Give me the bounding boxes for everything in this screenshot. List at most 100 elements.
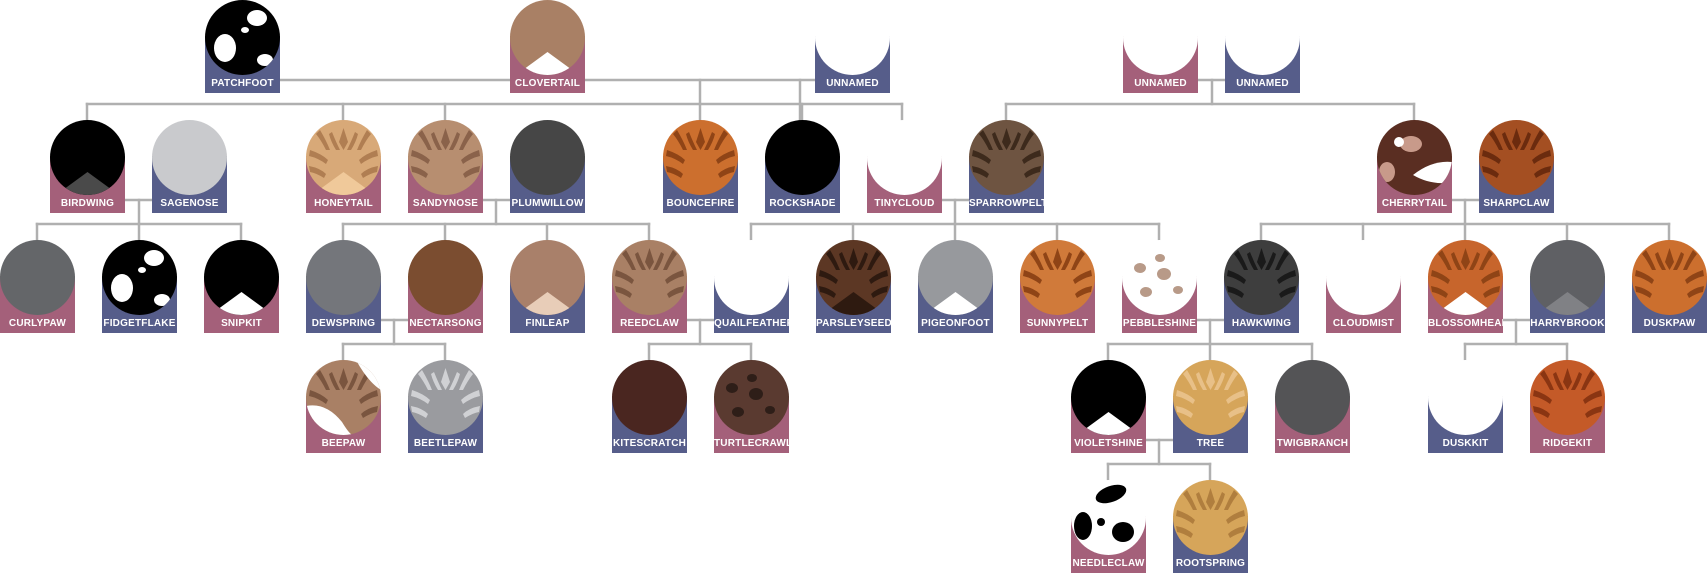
- cat-node-violetshine[interactable]: VIOLETSHINE: [1071, 360, 1146, 453]
- cat-name: PATCHFOOT: [211, 78, 274, 89]
- cat-node-dewspring[interactable]: DEWSPRING: [306, 240, 381, 333]
- cat-node-cloudmist[interactable]: CLOUDMIST: [1326, 240, 1401, 333]
- cat-name: SNIPKIT: [221, 318, 262, 329]
- cat-node-harrybrook[interactable]: HARRYBROOK: [1530, 240, 1605, 333]
- cat-node-patchfoot[interactable]: PATCHFOOT: [205, 0, 280, 93]
- cat-avatar-icon: [306, 120, 381, 195]
- cat-node-blossomheart[interactable]: BLOSSOMHEART: [1428, 240, 1503, 333]
- cat-name: BEETLEPAW: [413, 438, 478, 449]
- cat-avatar-icon: [510, 240, 585, 315]
- cat-avatar-icon: [1123, 0, 1198, 75]
- cat-node-unnamed2[interactable]: UNNAMED: [1123, 0, 1198, 93]
- cat-name: QUAILFEATHER: [714, 318, 789, 329]
- cat-avatar-icon: [714, 240, 789, 315]
- cat-node-tree[interactable]: TREE: [1173, 360, 1248, 453]
- cat-node-beepaw[interactable]: BEEPAW: [306, 360, 381, 453]
- cat-node-rockshade[interactable]: ROCKSHADE: [765, 120, 840, 213]
- cat-name: CURLYPAW: [8, 318, 67, 329]
- cat-name: UNNAMED: [1134, 78, 1187, 89]
- cat-name: BLOSSOMHEART: [1428, 318, 1503, 329]
- cat-name: UNNAMED: [826, 78, 879, 89]
- cat-node-hawkwing[interactable]: HAWKWING: [1224, 240, 1299, 333]
- cat-name: HAWKWING: [1231, 318, 1292, 329]
- cat-name: BOUNCEFIRE: [666, 198, 735, 209]
- cat-node-sandynose[interactable]: SANDYNOSE: [408, 120, 483, 213]
- cat-node-honeytail[interactable]: HONEYTAIL: [306, 120, 381, 213]
- cat-node-twigbranch[interactable]: TWIGBRANCH: [1275, 360, 1350, 453]
- cat-avatar-icon: [152, 120, 227, 195]
- cat-avatar-icon: [1173, 480, 1248, 555]
- cat-avatar-icon: [205, 0, 280, 75]
- cat-name: TURTLECRAWL: [714, 438, 789, 449]
- cat-avatar-icon: [1173, 360, 1248, 435]
- cat-avatar-icon: [1071, 480, 1146, 555]
- cat-node-duskpaw[interactable]: DUSKPAW: [1632, 240, 1707, 333]
- cat-avatar-icon: [1530, 360, 1605, 435]
- cat-node-sharpclaw[interactable]: SHARPCLAW: [1479, 120, 1554, 213]
- cat-name: PARSLEYSEED: [816, 318, 891, 329]
- cat-node-finleap[interactable]: FINLEAP: [510, 240, 585, 333]
- cat-node-sunnypelt[interactable]: SUNNYPELT: [1020, 240, 1095, 333]
- cat-name: ROCKSHADE: [769, 198, 836, 209]
- cat-node-nectarsong[interactable]: NECTARSONG: [408, 240, 483, 333]
- cat-avatar-icon: [1071, 360, 1146, 435]
- cat-avatar-icon: [306, 240, 381, 315]
- cat-name: NECTARSONG: [409, 318, 482, 329]
- cat-avatar-icon: [1428, 360, 1503, 435]
- cat-node-pebbleshine[interactable]: PEBBLESHINE: [1122, 240, 1197, 333]
- cat-node-turtlecrawl[interactable]: TURTLECRAWL: [714, 360, 789, 453]
- cat-name: NEEDLECLAW: [1072, 558, 1145, 569]
- cat-name: CLOUDMIST: [1332, 318, 1395, 329]
- cat-avatar-icon: [1479, 120, 1554, 195]
- cat-avatar-icon: [714, 360, 789, 435]
- cat-node-birdwing[interactable]: BIRDWING: [50, 120, 125, 213]
- cat-node-quailfeather[interactable]: QUAILFEATHER: [714, 240, 789, 333]
- cat-name: PEBBLESHINE: [1122, 318, 1197, 329]
- cat-avatar-icon: [1530, 240, 1605, 315]
- cat-avatar-icon: [918, 240, 993, 315]
- cat-node-fidgetflake[interactable]: FIDGETFLAKE: [102, 240, 177, 333]
- cat-node-bouncefire[interactable]: BOUNCEFIRE: [663, 120, 738, 213]
- cat-name: REEDCLAW: [620, 318, 679, 329]
- cat-avatar-icon: [1275, 360, 1350, 435]
- cat-node-snipkit[interactable]: SNIPKIT: [204, 240, 279, 333]
- cat-name: SANDYNOSE: [412, 198, 479, 209]
- cat-node-unnamed1[interactable]: UNNAMED: [815, 0, 890, 93]
- cat-avatar-icon: [1225, 0, 1300, 75]
- cat-node-tinycloud[interactable]: TINYCLOUD: [867, 120, 942, 213]
- cat-name: TREE: [1196, 438, 1225, 449]
- cat-avatar-icon: [765, 120, 840, 195]
- cat-node-ridgekit[interactable]: RIDGEKIT: [1530, 360, 1605, 453]
- cat-avatar-icon: [102, 240, 177, 315]
- cat-node-needleclaw[interactable]: NEEDLECLAW: [1071, 480, 1146, 573]
- cat-node-rootspring[interactable]: ROOTSPRING: [1173, 480, 1248, 573]
- cat-avatar-icon: [816, 240, 891, 315]
- cat-avatar-icon: [1632, 240, 1707, 315]
- cat-node-clovertail[interactable]: CLOVERTAIL: [510, 0, 585, 93]
- cat-node-parsleyseed[interactable]: PARSLEYSEED: [816, 240, 891, 333]
- cat-avatar-icon: [663, 120, 738, 195]
- cat-node-cherrytail[interactable]: CHERRYTAIL: [1377, 120, 1452, 213]
- cat-avatar-icon: [1224, 240, 1299, 315]
- cat-avatar-icon: [0, 240, 75, 315]
- cat-avatar-icon: [1326, 240, 1401, 315]
- cat-node-sparrowpelt[interactable]: SPARROWPELT: [969, 120, 1044, 213]
- cat-node-beetlepaw[interactable]: BEETLEPAW: [408, 360, 483, 453]
- cat-node-kitescratch[interactable]: KITESCRATCH: [612, 360, 687, 453]
- cat-node-reedclaw[interactable]: REEDCLAW: [612, 240, 687, 333]
- cat-avatar-icon: [510, 120, 585, 195]
- cat-name: TINYCLOUD: [874, 198, 935, 209]
- cat-name: KITESCRATCH: [612, 438, 687, 449]
- cat-node-plumwillow[interactable]: PLUMWILLOW: [510, 120, 585, 213]
- cat-node-curlypaw[interactable]: CURLYPAW: [0, 240, 75, 333]
- cat-node-sagenose[interactable]: SAGENOSE: [152, 120, 227, 213]
- cat-name: SAGENOSE: [160, 198, 219, 209]
- cat-node-pigeonfoot[interactable]: PIGEONFOOT: [918, 240, 993, 333]
- cat-node-duskkit[interactable]: DUSKKIT: [1428, 360, 1503, 453]
- cat-name: VIOLETSHINE: [1074, 438, 1143, 449]
- cat-name: SPARROWPELT: [969, 198, 1044, 209]
- cat-name: SUNNYPELT: [1026, 318, 1089, 329]
- cat-node-unnamed3[interactable]: UNNAMED: [1225, 0, 1300, 93]
